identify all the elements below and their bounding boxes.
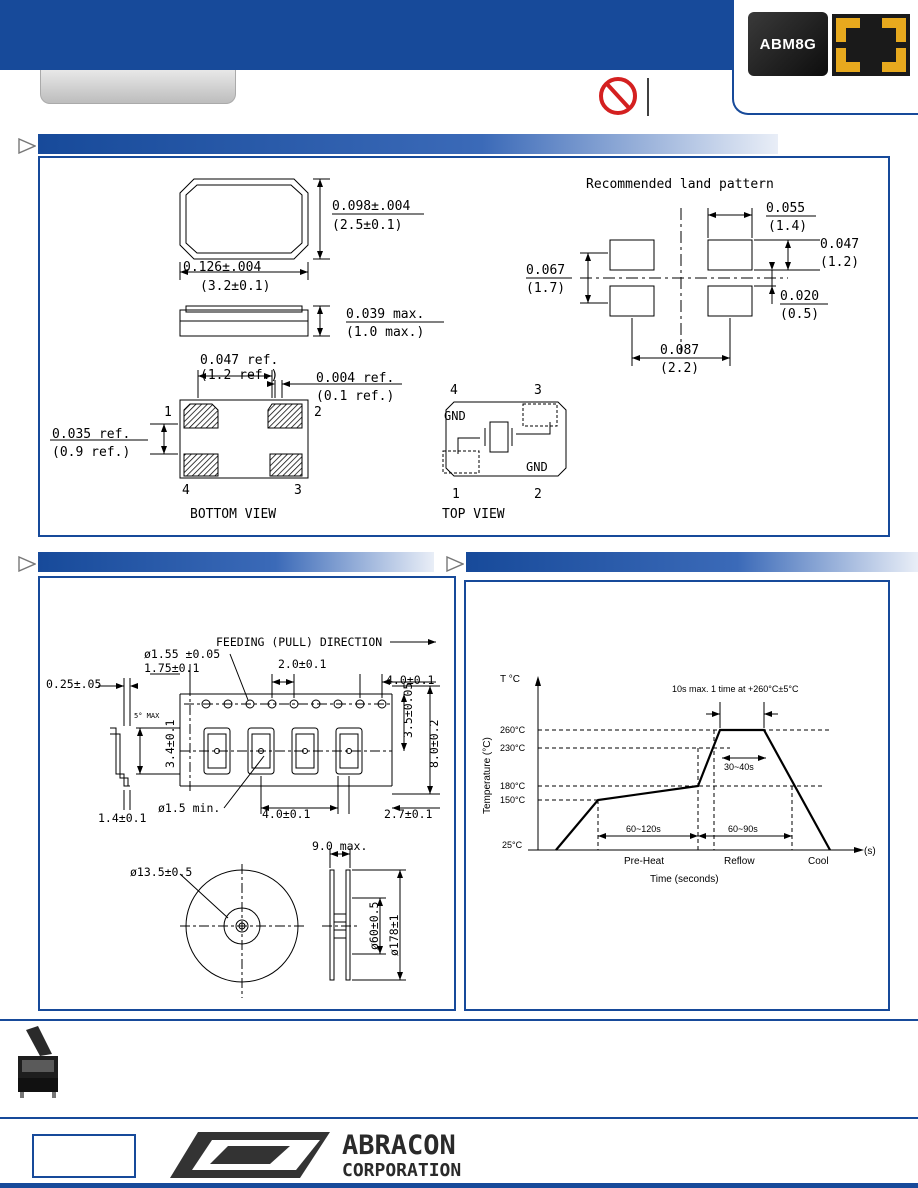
reflow-preheat-time: 60~120s — [626, 824, 661, 834]
top-pin-1: 1 — [452, 487, 460, 502]
section-arrow-icon — [18, 556, 36, 572]
dim-pitch-mm: (0.9 ref.) — [52, 445, 130, 460]
dim-width-in: 0.126±.004 — [183, 260, 261, 275]
reflow-t150: 150°C — [500, 795, 526, 805]
abracon-logo: ABRACON CORPORATION — [170, 1130, 461, 1180]
top-pin-3: 3 — [534, 383, 542, 398]
test-socket-image — [18, 1026, 58, 1098]
product-chip-image: ABM8G — [748, 12, 828, 76]
dim-length-mm: (2.5±0.1) — [332, 218, 402, 233]
land-d1-mm: (1.4) — [768, 219, 807, 234]
land-pattern-title: Recommended land pattern — [586, 177, 774, 192]
reel-dia: ø178±1 — [387, 914, 401, 956]
bottom-pin-2: 2 — [314, 405, 322, 420]
top-pin-2: 2 — [534, 487, 542, 502]
section-arrow-icon — [446, 556, 464, 572]
reel-core: ø60±0.5 — [367, 902, 381, 950]
no-lead-icon — [599, 77, 649, 116]
tape-min-hole: ø1.5 min. — [158, 801, 220, 815]
land-d4-in: 0.020 — [780, 289, 819, 304]
chip-pads-image — [832, 14, 910, 76]
dim-gap-in: 0.004 ref. — [316, 371, 394, 386]
tape-pocket: 3.4±0.1 — [163, 719, 177, 768]
tape-angle: 5° MAX — [134, 712, 160, 720]
logo-line2: CORPORATION — [342, 1160, 461, 1180]
tape-pocket-w: 3.5±0.05 — [401, 683, 415, 738]
dim-height-mm: (1.0 max.) — [346, 325, 424, 340]
section-bar-dimensions — [38, 134, 778, 154]
reel-hub: ø13.5±0.5 — [130, 865, 192, 879]
dim-pitch-in: 0.035 ref. — [52, 427, 130, 442]
reflow-x-unit: (s) — [864, 846, 876, 857]
footer-bar — [0, 1183, 918, 1188]
reflow-dwell: 30~40s — [724, 762, 754, 772]
tape-p27: 2.7±0.1 — [384, 807, 433, 821]
dimensions-drawing: 0.098±.004 (2.5±0.1) 0.126±.004 (3.2±0.1… — [50, 177, 859, 522]
land-d3-mm: (1.7) — [526, 281, 565, 296]
dimensions-panel: 0.098±.004 (2.5±0.1) 0.126±.004 (3.2±0.1… — [38, 156, 890, 537]
dim-gap-mm: (0.1 ref.) — [316, 389, 394, 404]
page-number-box — [32, 1134, 136, 1178]
land-d3-in: 0.067 — [526, 263, 565, 278]
reflow-y-label: Temperature (°C) — [482, 737, 493, 814]
reflow-t260: 260°C — [500, 725, 526, 735]
land-d5-mm: (2.2) — [660, 361, 699, 376]
tape-pitch4-bot: 4.0±0.1 — [262, 807, 311, 821]
reel-width: 9.0 max. — [312, 839, 367, 853]
reflow-x-label: Time (seconds) — [650, 874, 719, 885]
dim-height-in: 0.039 max. — [346, 307, 424, 322]
tape-thickness: 0.25±.05 — [46, 677, 101, 691]
section-bar-packaging — [38, 552, 434, 572]
product-name: ABM8G — [759, 35, 817, 53]
reflow-y-unit: T °C — [500, 674, 520, 685]
dim-pad-mm: (1.2 ref.) — [200, 368, 278, 383]
land-d2-in: 0.047 — [820, 237, 859, 252]
reflow-cool: Cool — [808, 856, 829, 867]
header-tab — [40, 70, 236, 104]
bottom-pin-4: 4 — [182, 483, 190, 498]
dim-width-mm: (3.2±0.1) — [200, 279, 270, 294]
top-pin-4: 4 — [450, 383, 458, 398]
tape-hole-dia: ø1.55 ±0.05 — [144, 647, 220, 661]
land-d5-in: 0.087 — [660, 343, 699, 358]
dim-length-in: 0.098±.004 — [332, 199, 410, 214]
section-arrow-icon — [18, 138, 36, 154]
gnd-label-bottom: GND — [526, 460, 548, 474]
reflow-chart: T °C Temperature (°C) 10s max. 1 time at… — [482, 674, 876, 885]
gnd-label-top: GND — [444, 409, 466, 423]
reflow-panel: T °C Temperature (°C) 10s max. 1 time at… — [464, 580, 890, 1011]
reflow-preheat: Pre-Heat — [624, 856, 664, 867]
reflow-t25: 25°C — [502, 840, 523, 850]
reflow-peak-note: 10s max. 1 time at +260°C±5°C — [672, 684, 799, 694]
tape-reel-drawing: FEEDING (PULL) DIRECTION ø1.55 ±0.05 1.7… — [46, 635, 441, 998]
divider-line — [0, 1019, 918, 1021]
tape-pitch2: 2.0±0.1 — [278, 657, 327, 671]
reflow-reflow: Reflow — [724, 856, 755, 867]
land-d1-in: 0.055 — [766, 201, 805, 216]
tape-width: 8.0±0.2 — [427, 720, 441, 768]
land-d4-mm: (0.5) — [780, 307, 819, 322]
reflow-reflow-time: 60~90s — [728, 824, 758, 834]
logo-line1: ABRACON — [342, 1130, 456, 1161]
bottom-view-label: BOTTOM VIEW — [190, 507, 276, 522]
tape-pitch4-top: 4.0±0.1 — [386, 673, 435, 687]
top-view-label: TOP VIEW — [442, 507, 505, 522]
bottom-pin-1: 1 — [164, 405, 172, 420]
land-d2-mm: (1.2) — [820, 255, 859, 270]
dim-pad-in: 0.047 ref. — [200, 353, 278, 368]
bottom-pin-3: 3 — [294, 483, 302, 498]
section-bar-reflow — [466, 552, 918, 572]
tape-t1: 1.4±0.1 — [98, 811, 147, 825]
divider-line — [0, 1117, 918, 1119]
tape-feed-direction: FEEDING (PULL) DIRECTION — [216, 635, 382, 649]
tape-reel-panel: FEEDING (PULL) DIRECTION ø1.55 ±0.05 1.7… — [38, 576, 456, 1011]
tape-edge: 1.75±0.1 — [144, 661, 199, 675]
reflow-t180: 180°C — [500, 781, 526, 791]
reflow-t230: 230°C — [500, 743, 526, 753]
